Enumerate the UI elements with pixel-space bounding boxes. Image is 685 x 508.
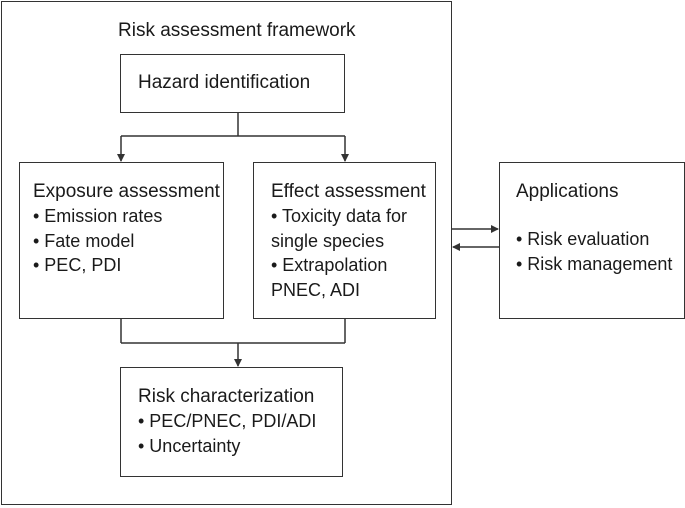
risk-characterization-list: • PEC/PNEC, PDI/ADI • Uncertainty	[138, 409, 342, 458]
effect-item-line: • Extrapolation	[271, 255, 388, 275]
hazard-identification-box: Hazard identification	[120, 54, 345, 113]
effect-list: • Toxicity data for single species • Ext…	[271, 204, 435, 302]
hazard-title: Hazard identification	[138, 72, 311, 93]
exposure-assessment-box: Exposure assessment • Emission rates • F…	[19, 162, 224, 319]
applications-item: • Risk evaluation	[516, 229, 650, 249]
framework-frame	[1, 1, 452, 505]
exposure-title: Exposure assessment	[33, 181, 220, 202]
applications-title: Applications	[516, 181, 619, 202]
risk-characterization-item: • Uncertainty	[138, 435, 241, 456]
effect-item-line: PNEC, ADI	[271, 279, 361, 300]
effect-assessment-box: Effect assessment • Toxicity data for si…	[253, 162, 436, 319]
exposure-item: • Fate model	[33, 230, 135, 251]
exposure-item: • PEC, PDI	[33, 255, 122, 275]
applications-box: Applications • Risk evaluation • Risk ma…	[499, 162, 685, 319]
risk-characterization-title: Risk characterization	[138, 386, 315, 407]
risk-characterization-box: Risk characterization • PEC/PNEC, PDI/AD…	[120, 367, 343, 477]
effect-item-line: single species	[271, 230, 385, 251]
effect-title: Effect assessment	[271, 181, 426, 202]
risk-characterization-item: • PEC/PNEC, PDI/ADI	[138, 411, 317, 431]
exposure-list: • Emission rates • Fate model • PEC, PDI	[33, 204, 223, 278]
framework-title: Risk assessment framework	[118, 20, 356, 41]
applications-item: • Risk management	[516, 253, 673, 274]
exposure-item: • Emission rates	[33, 206, 163, 226]
applications-list: • Risk evaluation • Risk management	[516, 227, 684, 276]
effect-item-line: • Toxicity data for	[271, 206, 408, 226]
